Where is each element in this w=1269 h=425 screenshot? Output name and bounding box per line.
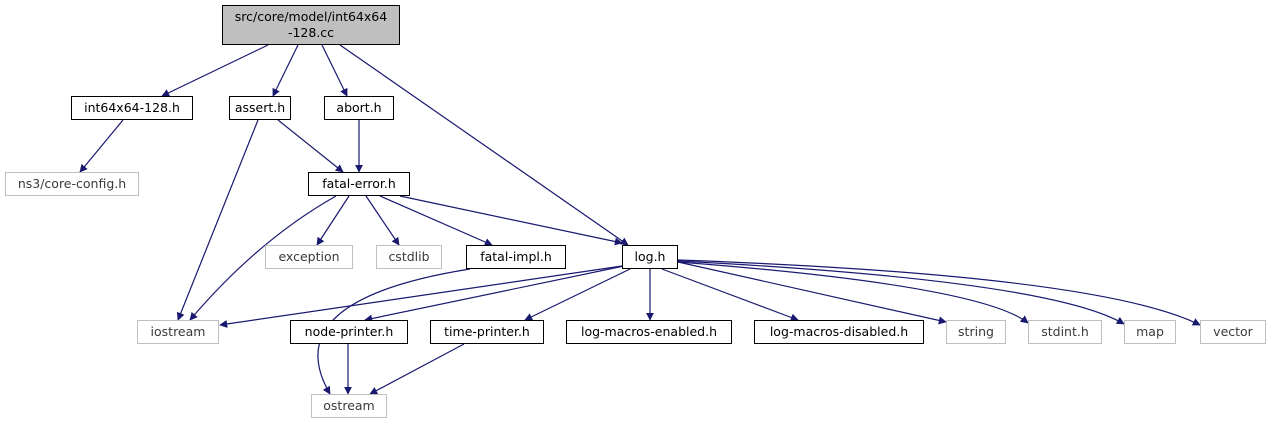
node-log-macros-enabled-h[interactable]: log-macros-enabled.h <box>566 320 732 344</box>
edge-fatal-error-h-to-fatal-impl-h <box>379 195 493 246</box>
node-cstdlib: cstdlib <box>376 245 442 269</box>
node-assert-h[interactable]: assert.h <box>229 96 291 120</box>
edge-log-h-to-log-macros-disabled-h <box>661 268 799 322</box>
edge-log-h-to-stdint-h <box>677 261 1029 324</box>
edge-root-to-int64x64-128-h <box>161 44 269 97</box>
node-exception: exception <box>265 245 353 269</box>
node-abort-h[interactable]: abort.h <box>324 96 394 120</box>
edge-log-h-to-string <box>677 261 947 325</box>
edge-log-h-to-iostream <box>219 265 623 328</box>
edge-fatal-error-h-to-iostream <box>189 195 337 321</box>
node-vector: vector <box>1200 320 1266 344</box>
node-string: string <box>946 320 1006 344</box>
node-root-label-line1: src/core/model/int64x64 <box>234 9 388 24</box>
node-ostream: ostream <box>311 394 387 418</box>
node-root-int64x64-128-cc[interactable]: src/core/model/int64x64 -128.cc <box>222 5 400 45</box>
node-fatal-error-h[interactable]: fatal-error.h <box>308 172 410 196</box>
node-log-h[interactable]: log.h <box>622 245 678 269</box>
edge-root-to-assert-h <box>272 44 299 97</box>
node-time-printer-h[interactable]: time-printer.h <box>430 320 544 344</box>
node-root-label-line2: -128.cc <box>287 25 335 40</box>
edge-fatal-error-h-to-exception <box>316 195 350 246</box>
node-iostream: iostream <box>137 320 219 344</box>
edge-fatal-error-h-to-cstdlib <box>365 195 400 246</box>
edge-assert-h-to-iostream <box>176 119 259 321</box>
edge-int64x64-128-h-to-ns3-core-config-h <box>79 119 124 173</box>
node-ns3-core-config-h: ns3/core-config.h <box>5 172 139 196</box>
edge-assert-h-to-fatal-error-h <box>277 119 344 173</box>
edge-root-to-log-h <box>339 44 629 246</box>
node-log-macros-disabled-h[interactable]: log-macros-disabled.h <box>754 320 924 344</box>
node-stdint-h: stdint.h <box>1028 320 1102 344</box>
edge-fatal-error-h-to-log-h <box>399 195 623 246</box>
edge-fatal-impl-h-to-ostream <box>317 268 471 395</box>
edge-time-printer-h-to-ostream <box>369 343 465 395</box>
edge-root-to-abort-h <box>321 44 348 97</box>
edge-log-h-to-node-printer-h <box>364 265 625 323</box>
edge-log-h-to-map <box>677 260 1125 325</box>
node-node-printer-h[interactable]: node-printer.h <box>290 320 408 344</box>
node-int64x64-128-h[interactable]: int64x64-128.h <box>71 96 193 120</box>
edge-log-h-to-time-printer-h <box>524 268 631 321</box>
edge-log-h-to-vector <box>677 259 1201 326</box>
node-fatal-impl-h[interactable]: fatal-impl.h <box>466 245 566 269</box>
node-map: map <box>1124 320 1176 344</box>
